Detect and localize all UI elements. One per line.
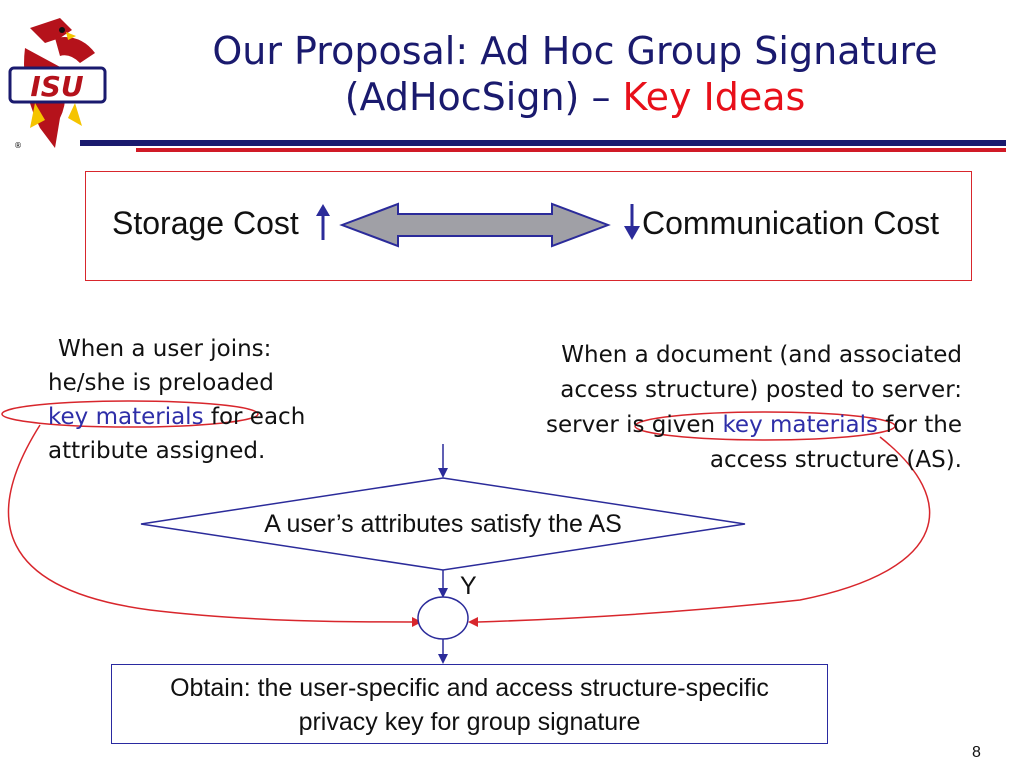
left-note: When a user joins: he/she is preloaded k… — [48, 332, 368, 468]
right-note-line4: access structure (AS). — [709, 447, 962, 473]
right-key-materials-oval — [634, 411, 896, 441]
right-curve-arrow — [477, 436, 931, 623]
right-note-line2: access structure) posted to server: — [560, 377, 962, 403]
svg-text:®: ® — [14, 141, 22, 150]
tradeoff-box — [85, 171, 972, 281]
storage-cost-label: Storage Cost — [112, 205, 299, 241]
title-line2: (AdHocSign) – — [344, 75, 623, 119]
title-main: Our Proposal: Ad Hoc Group Signature — [212, 29, 938, 73]
right-note-line3-rest: for the — [878, 412, 962, 438]
left-note-line3: for each — [203, 404, 306, 430]
result-box: Obtain: the user-specific and access str… — [111, 664, 828, 744]
merge-circle — [417, 596, 469, 640]
right-key-materials: key materials — [722, 412, 878, 438]
svg-text:ISU: ISU — [30, 70, 84, 103]
title-highlight: Key Ideas — [622, 75, 806, 119]
slide-title: Our Proposal: Ad Hoc Group Signature (Ad… — [140, 28, 1010, 120]
right-note-line3-pre: server is given — [545, 412, 723, 438]
left-note-line2: he/she is preloaded — [48, 370, 274, 396]
communication-cost-label: Communication Cost — [642, 205, 939, 241]
left-key-materials: key materials — [48, 404, 204, 430]
page-number: 8 — [972, 744, 981, 761]
result-line1: Obtain: the user-specific and access str… — [170, 674, 769, 702]
left-note-line4: attribute assigned. — [48, 438, 266, 464]
decision-label: A user’s attributes satisfy the AS — [264, 510, 622, 538]
left-note-line1: When a user joins: — [58, 336, 272, 362]
yes-label: Y — [460, 572, 477, 600]
title-rule-red — [136, 148, 1006, 152]
left-curve-arrow — [7, 424, 413, 623]
right-note-line1: When a document (and associated — [561, 342, 962, 368]
down-arrow-icon — [624, 204, 640, 240]
isu-cardinal-logo: ISU ® — [0, 8, 125, 153]
left-key-materials-oval — [1, 400, 259, 428]
title-rule-navy — [80, 140, 1006, 146]
result-line2: privacy key for group signature — [298, 708, 641, 736]
right-note: When a document (and associated access s… — [470, 338, 962, 478]
up-arrow-icon — [316, 204, 330, 240]
tradeoff-double-arrow — [339, 202, 611, 248]
